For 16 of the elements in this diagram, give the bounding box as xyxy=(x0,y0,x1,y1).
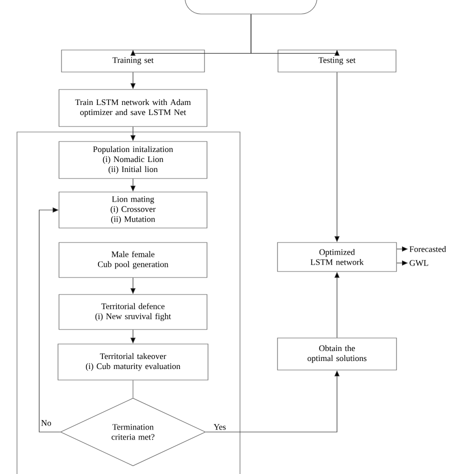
process-box: Territorial takeover (i) Cub maturity evaluation xyxy=(58,344,208,380)
process-box: Lion mating (i) Crossover (ii) Mutation xyxy=(58,192,208,228)
output-label: GWL xyxy=(410,260,428,266)
edge-label: No xyxy=(41,420,52,426)
output-label: Forecasted xyxy=(410,246,446,252)
process-box: Obtain the optimal solutions xyxy=(277,338,397,370)
process-box: Training set xyxy=(61,50,205,72)
process-box: Population initalization (i) Nomadic Lion (ii) Initial lion xyxy=(58,141,208,179)
process-box: Optimized LSTM network xyxy=(277,242,397,272)
process-box: Territorial defence (i) New sruvival fight xyxy=(58,294,208,330)
process-box: Testing set xyxy=(278,50,396,72)
edge-label: Yes xyxy=(214,424,226,430)
process-box: Train LSTM network with Adam optimizer and save LSTM Net xyxy=(58,89,208,127)
loop-frame xyxy=(16,132,240,474)
arrow xyxy=(38,207,60,432)
process-box: Male female Cub pool generation xyxy=(58,242,208,278)
